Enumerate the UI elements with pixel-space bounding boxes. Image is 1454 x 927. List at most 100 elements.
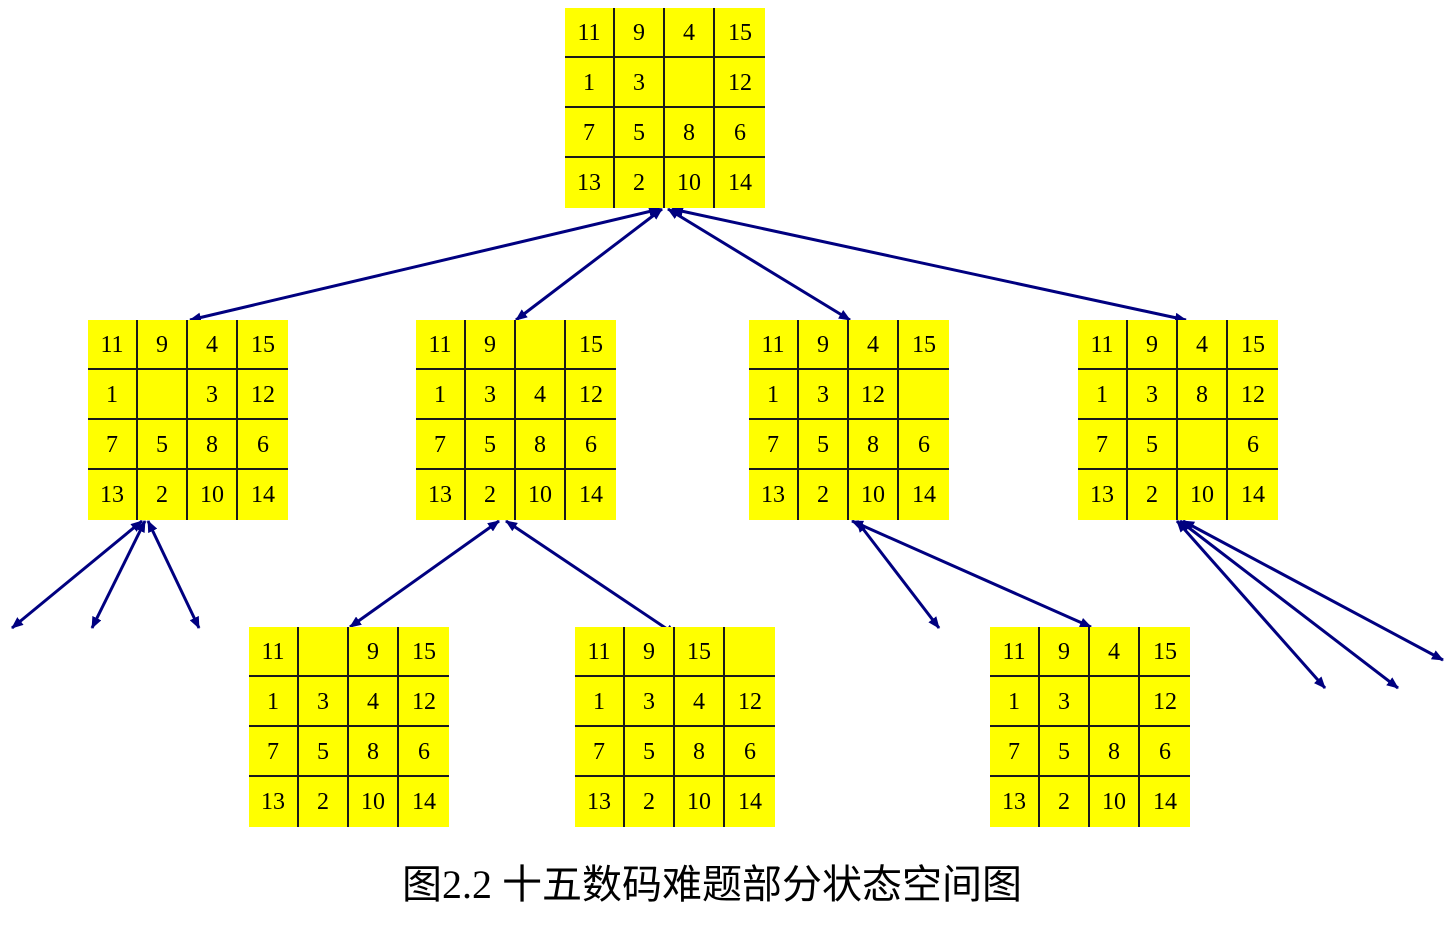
tile: 4 <box>516 370 566 420</box>
tile: 11 <box>88 320 138 370</box>
tile: 14 <box>1241 482 1265 508</box>
tile: 9 <box>615 8 665 58</box>
tile: 9 <box>138 320 188 370</box>
tile: 15 <box>399 627 449 677</box>
tile: 6 <box>566 420 616 470</box>
tile: 15 <box>715 8 765 58</box>
tile: 13 <box>575 777 625 827</box>
stub-edge-child-3-1 <box>855 520 941 629</box>
tile: 2 <box>1128 470 1178 520</box>
tile: 9 <box>1128 320 1178 370</box>
tile: 13 <box>249 777 299 827</box>
tile: 2 <box>615 158 665 208</box>
tile: 3 <box>1128 370 1178 420</box>
tile: 3 <box>188 370 238 420</box>
stub-edge-child-4-1 <box>1175 520 1327 689</box>
tile: 13 <box>88 470 138 520</box>
tile: 7 <box>565 108 615 158</box>
stub-edge-child-1-1 <box>11 519 143 630</box>
blank-tile <box>1090 677 1140 727</box>
tile: 6 <box>1228 420 1278 470</box>
edge-child-2-to-grandchild-2a <box>349 519 500 629</box>
tile: 7 <box>249 727 299 777</box>
tile: 14 <box>579 482 603 508</box>
stub-edge-child-4-3 <box>1182 519 1444 662</box>
edge-root-to-child-4 <box>671 206 1187 323</box>
tile: 3 <box>299 677 349 727</box>
tile: 11 <box>749 320 799 370</box>
edge-root-to-child-3 <box>667 207 851 322</box>
tile: 6 <box>725 727 775 777</box>
tile: 15 <box>899 320 949 370</box>
tile: 10 <box>516 470 566 520</box>
tile: 8 <box>1178 370 1228 420</box>
tile: 5 <box>799 420 849 470</box>
figure-caption: 图2.2 十五数码难题部分状态空间图 <box>402 862 1022 907</box>
tile: 8 <box>849 420 899 470</box>
tile: 10 <box>849 470 899 520</box>
tile: 7 <box>416 420 466 470</box>
tile: 11 <box>565 8 615 58</box>
tile: 8 <box>349 727 399 777</box>
tile: 1 <box>416 370 466 420</box>
tile: 6 <box>899 420 949 470</box>
edge-root-to-child-2 <box>515 207 663 322</box>
tile: 5 <box>625 727 675 777</box>
tile: 13 <box>565 158 615 208</box>
tile: 2 <box>299 777 349 827</box>
tile: 13 <box>990 777 1040 827</box>
stub-edge-child-1-2 <box>90 520 147 629</box>
stub-edge-child-4-2 <box>1179 519 1399 690</box>
tile: 6 <box>1140 727 1190 777</box>
tile: 2 <box>799 470 849 520</box>
tile: 4 <box>665 8 715 58</box>
tile: 7 <box>575 727 625 777</box>
tile: 10 <box>188 470 238 520</box>
tile: 9 <box>1040 627 1090 677</box>
tile: 9 <box>625 627 675 677</box>
tile: 11 <box>990 627 1040 677</box>
tile: 5 <box>615 108 665 158</box>
tile: 1 <box>565 58 615 108</box>
tile: 3 <box>466 370 516 420</box>
tile: 10 <box>349 777 399 827</box>
blank-tile <box>516 320 566 370</box>
tile: 2 <box>138 470 188 520</box>
tile: 13 <box>416 470 466 520</box>
tile: 4 <box>1090 627 1140 677</box>
tile: 7 <box>749 420 799 470</box>
tile: 6 <box>715 108 765 158</box>
tile: 15 <box>1228 320 1278 370</box>
tile: 3 <box>799 370 849 420</box>
tile: 2 <box>466 470 516 520</box>
blank-tile <box>138 370 188 420</box>
tile: 15 <box>238 320 288 370</box>
tile: 7 <box>990 727 1040 777</box>
tile: 12 <box>715 58 765 108</box>
stub-edge-child-1-3 <box>146 520 201 629</box>
tile: 14 <box>912 482 936 508</box>
tile: 6 <box>399 727 449 777</box>
tile: 3 <box>615 58 665 108</box>
blank-tile <box>1178 420 1228 470</box>
tile: 1 <box>990 677 1040 727</box>
tile: 3 <box>625 677 675 727</box>
tile: 15 <box>675 627 725 677</box>
edge-child-3-to-grandchild-3a <box>851 519 1092 629</box>
tile: 14 <box>728 170 752 196</box>
tile: 2 <box>625 777 675 827</box>
edge-child-2-to-grandchild-2b <box>505 519 677 637</box>
tile: 4 <box>349 677 399 727</box>
tile: 10 <box>675 777 725 827</box>
tile: 15 <box>1140 627 1190 677</box>
tile: 1 <box>749 370 799 420</box>
